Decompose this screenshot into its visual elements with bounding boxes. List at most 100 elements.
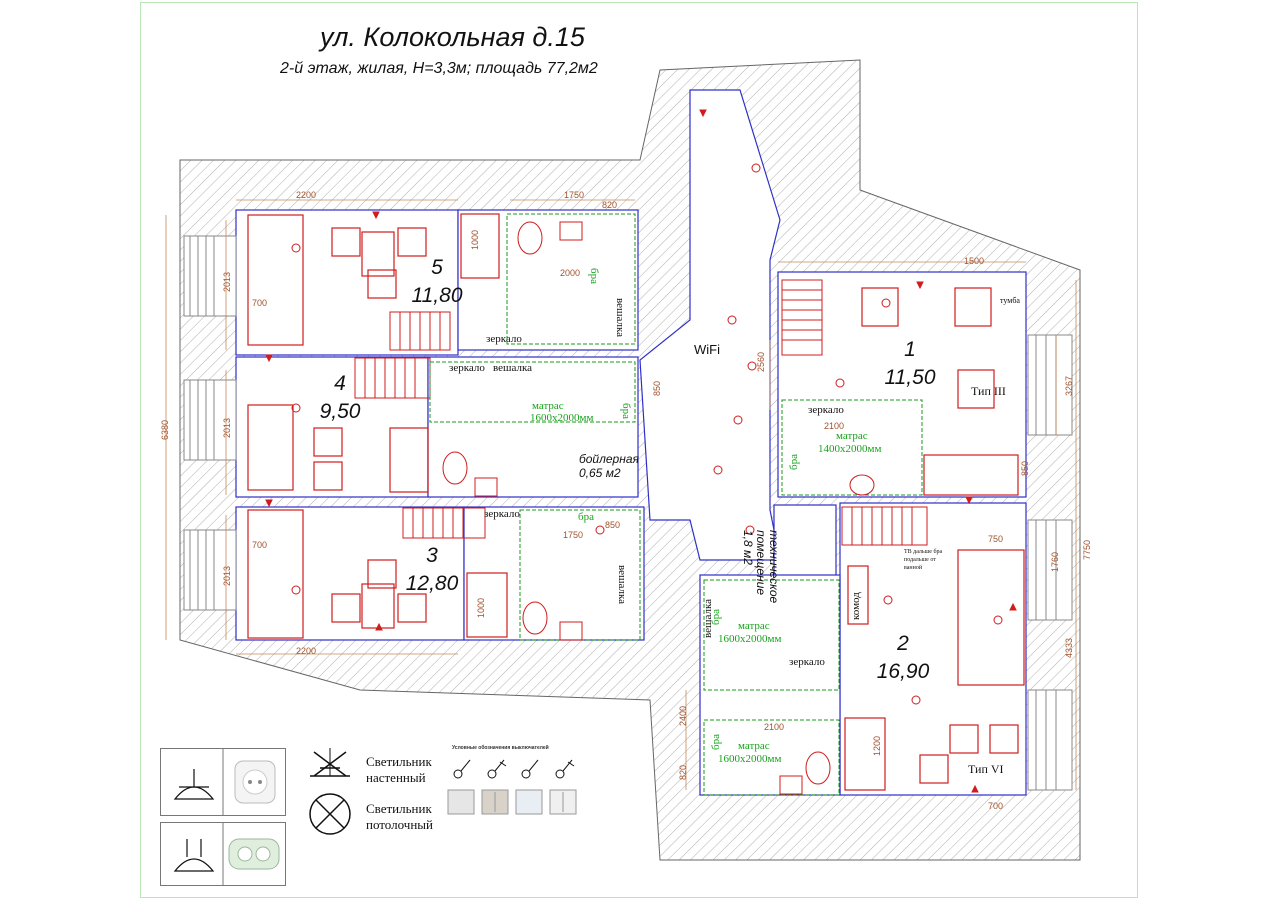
- dim-850-1: 850: [1020, 460, 1030, 476]
- chair-2a: [949, 724, 979, 754]
- tech-room-area: 1,8 м2: [741, 530, 755, 565]
- toilet-1: [849, 474, 875, 496]
- dim-1000-3: 1000: [476, 597, 486, 618]
- dim-1760: 1760: [1050, 551, 1060, 572]
- boiler-room-area: 0,65 м2: [579, 466, 621, 480]
- dim-2560: 2560: [756, 351, 766, 372]
- mattress-label-2b: матрас: [738, 740, 770, 752]
- legend-light-symbols: [302, 748, 436, 844]
- dim-1500: 1500: [964, 256, 985, 266]
- mattress-1: [781, 399, 923, 496]
- left-windows: [183, 235, 237, 611]
- legend-wall-light-text: Светильник настенный: [366, 754, 432, 786]
- boiler-room-label: бойлерная 0,65 м2: [579, 452, 639, 480]
- chair-2c: [919, 754, 949, 784]
- tech-room-line2: помещение: [754, 530, 768, 596]
- table-5: [361, 231, 395, 277]
- chair-5b: [397, 227, 427, 257]
- sink-5: [559, 221, 583, 241]
- mirror-label-5: зеркало: [486, 333, 522, 345]
- mattress-2a: [703, 579, 840, 691]
- kitchen-2: [844, 717, 886, 791]
- bra-label-1: бра: [788, 454, 800, 470]
- type-3-label: Тип III: [971, 384, 1006, 398]
- kitchen-5: [460, 213, 500, 279]
- dimension-lines: [165, 199, 1077, 790]
- sink-3: [559, 621, 583, 641]
- bra-label-2b: бра: [710, 734, 722, 750]
- chair-3b: [397, 593, 427, 623]
- mattress-size-1: 1400x2000мм: [818, 443, 882, 455]
- page-title: ул. Колокольная д.15: [320, 22, 585, 52]
- dim-1750-top: 1750: [564, 190, 585, 200]
- tech-room-line1: техническое: [767, 530, 781, 604]
- dim-2200-bottom: 2200: [296, 646, 317, 656]
- chair-4a: [313, 427, 343, 457]
- room-3-area: 12,80: [405, 572, 459, 595]
- sink-2: [779, 775, 803, 795]
- room-4-area: 9,50: [319, 400, 361, 423]
- chair-2b: [989, 724, 1019, 754]
- interior-rooms: [235, 89, 1027, 796]
- room-4-floor: [235, 356, 429, 498]
- chair-5a: [331, 227, 361, 257]
- dim-850-3: 850: [605, 520, 621, 530]
- hanger-label-5: вешалка: [614, 298, 626, 338]
- chair-3a: [331, 593, 361, 623]
- dim-2013-5: 2013: [222, 271, 232, 292]
- tech-room-label: техническое помещение 1,8 м2: [741, 530, 781, 604]
- chair-3c: [367, 559, 397, 589]
- dim-7750: 7750: [1082, 539, 1092, 560]
- dim-2013-4: 2013: [222, 417, 232, 438]
- mattress-4: [429, 361, 636, 423]
- mattress-label-2a: матрас: [738, 620, 770, 632]
- wall-light-markers: [265, 109, 1017, 793]
- legend-wall-light-box: [160, 748, 286, 816]
- komod-box: [847, 565, 869, 625]
- chair-1c: [957, 369, 995, 409]
- dim-820: 820: [602, 200, 618, 210]
- dim-2100-1: 2100: [824, 421, 845, 431]
- toilet-3: [522, 601, 548, 635]
- legend-ceiling-light-line2: потолочный: [366, 817, 433, 832]
- bra-label-5: бра: [588, 268, 600, 284]
- dim-1200: 1200: [872, 735, 882, 756]
- mirror-label-4: зеркало: [449, 362, 485, 374]
- tumba-label: тумба: [1000, 296, 1020, 305]
- corridor-floor: [639, 89, 781, 561]
- mattress-5: [506, 213, 636, 345]
- room-5-number: 5: [431, 256, 443, 279]
- bra-label-4: бра: [620, 403, 632, 419]
- dim-1750-mid: 1750: [563, 530, 584, 540]
- chair-1b: [954, 287, 992, 327]
- legend-switches-title: Условные обозначения выключателей: [452, 745, 549, 751]
- bra-label-3: бра: [578, 511, 594, 523]
- legend-light-icons: [309, 748, 351, 835]
- chair-1a: [861, 287, 899, 327]
- mattress-2b: [703, 719, 840, 796]
- sink-4: [474, 477, 498, 497]
- room-3-number: 3: [426, 544, 438, 567]
- mattress-size-2b: 1600x2000мм: [718, 753, 782, 765]
- mirror-label-1: зеркало: [808, 404, 844, 416]
- room-2-number: 2: [897, 632, 909, 655]
- room-5-area: 11,80: [411, 284, 463, 307]
- dim-2400: 2400: [678, 705, 688, 726]
- bath-4-floor: [427, 356, 639, 498]
- legend-ceiling-light-text: Светильник потолочный: [366, 801, 433, 833]
- mattress-size-2a: 1600x2000мм: [718, 633, 782, 645]
- dim-2200-top: 2200: [296, 190, 317, 200]
- komod-label: комод: [850, 592, 862, 620]
- dim-850-4: 850: [652, 380, 662, 396]
- room-2-floor: [839, 502, 1027, 796]
- dim-2000-5: 2000: [560, 268, 581, 278]
- legend-wall-light-line2: настенный: [366, 770, 426, 785]
- hanger-label-3: вешалка: [616, 565, 628, 605]
- kitchen-1: [923, 454, 1019, 496]
- dim-1000-5: 1000: [470, 229, 480, 250]
- dim-700-3: 700: [252, 540, 268, 550]
- shelving: [354, 279, 928, 546]
- room-2-area: 16,90: [876, 660, 930, 683]
- sofa-room-3: [247, 509, 304, 639]
